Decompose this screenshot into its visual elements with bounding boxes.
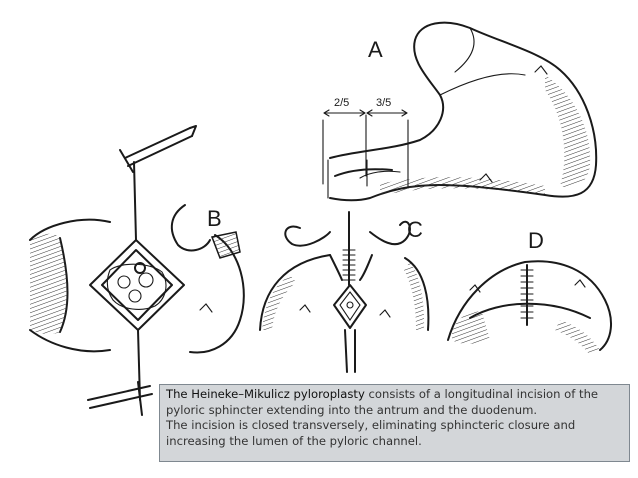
- caption-paragraph-2: The incision is closed transversely, eli…: [166, 418, 576, 448]
- label-d: D: [528, 228, 544, 253]
- caption-paragraph-1: The Heineke–Mikulicz pyloroplasty consis…: [166, 387, 623, 418]
- caption-box: The Heineke–Mikulicz pyloroplasty consis…: [159, 384, 630, 462]
- panel-a-stomach: [322, 21, 598, 202]
- panel-b-incision: [29, 125, 245, 416]
- panel-c-closure: [259, 211, 430, 373]
- label-b: B: [207, 206, 222, 231]
- label-c: C: [407, 217, 423, 242]
- fraction-three-fifths: 3/5: [376, 97, 391, 109]
- label-a: A: [368, 37, 383, 62]
- panel-d-completed: [447, 260, 612, 355]
- caption-line1-text: consists of a longitudinal incision of t…: [166, 387, 599, 417]
- fraction-two-fifths: 2/5: [334, 97, 349, 109]
- caption-term: The Heineke–Mikulicz pyloroplasty: [166, 387, 365, 401]
